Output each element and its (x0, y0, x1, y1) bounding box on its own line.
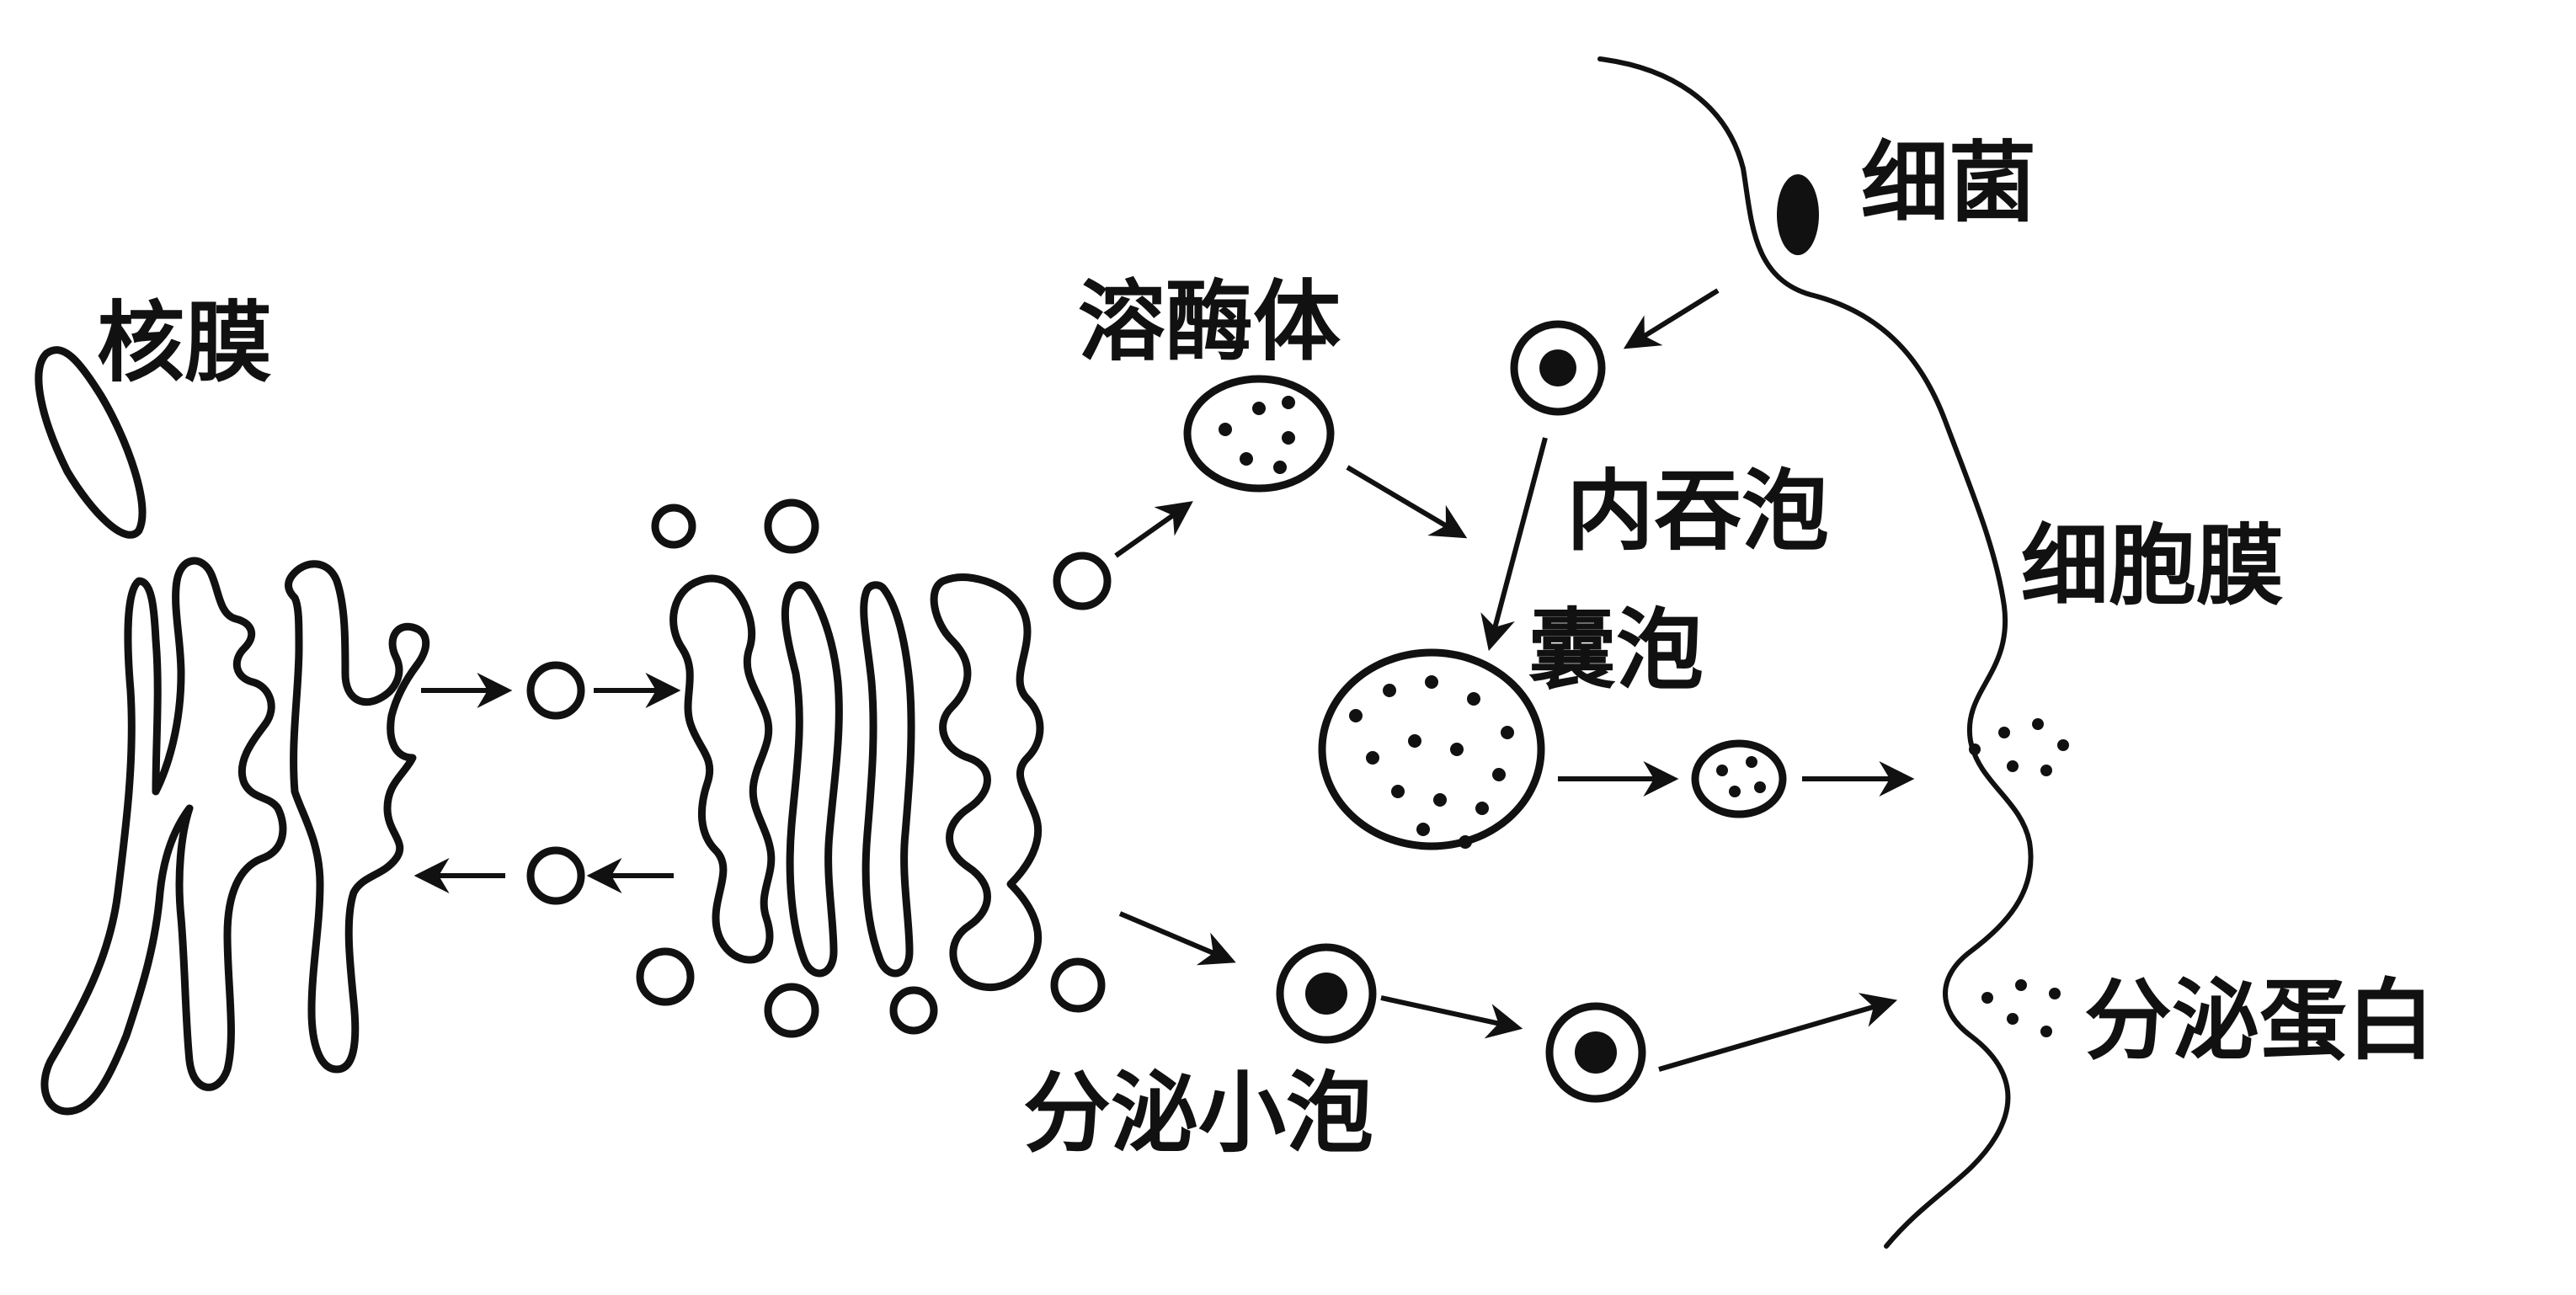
vacuole (1318, 648, 1545, 850)
lysosome (1183, 375, 1335, 493)
label-bacteria: 细菌 (1861, 131, 2037, 234)
label-vacuole: 囊泡 (1528, 599, 1704, 701)
endocytic-vesicle (1510, 320, 1606, 416)
transport-vesicles (526, 498, 1112, 1038)
label-secretory-protein: 分泌蛋白 (2084, 969, 2435, 1072)
label-secretory-vesicle: 分泌小泡 (1023, 1062, 1374, 1164)
arrows (413, 288, 1915, 1072)
nuclear-membrane (35, 346, 147, 539)
bacterium (1777, 174, 1819, 255)
golgi-apparatus (669, 573, 1044, 992)
small-dotted-vesicle (1691, 739, 1787, 818)
label-nuclear-membrane: 核膜 (97, 291, 273, 394)
cell-membrane (1597, 56, 2069, 1249)
label-lysosome: 溶酶体 (1078, 270, 1341, 373)
label-cell-membrane: 细胞膜 (2021, 514, 2285, 617)
secretory-vesicles (1276, 943, 1646, 1103)
endoplasmic-reticulum (40, 557, 430, 1116)
label-endocytic-vesicle: 内吞泡 (1566, 460, 1830, 562)
